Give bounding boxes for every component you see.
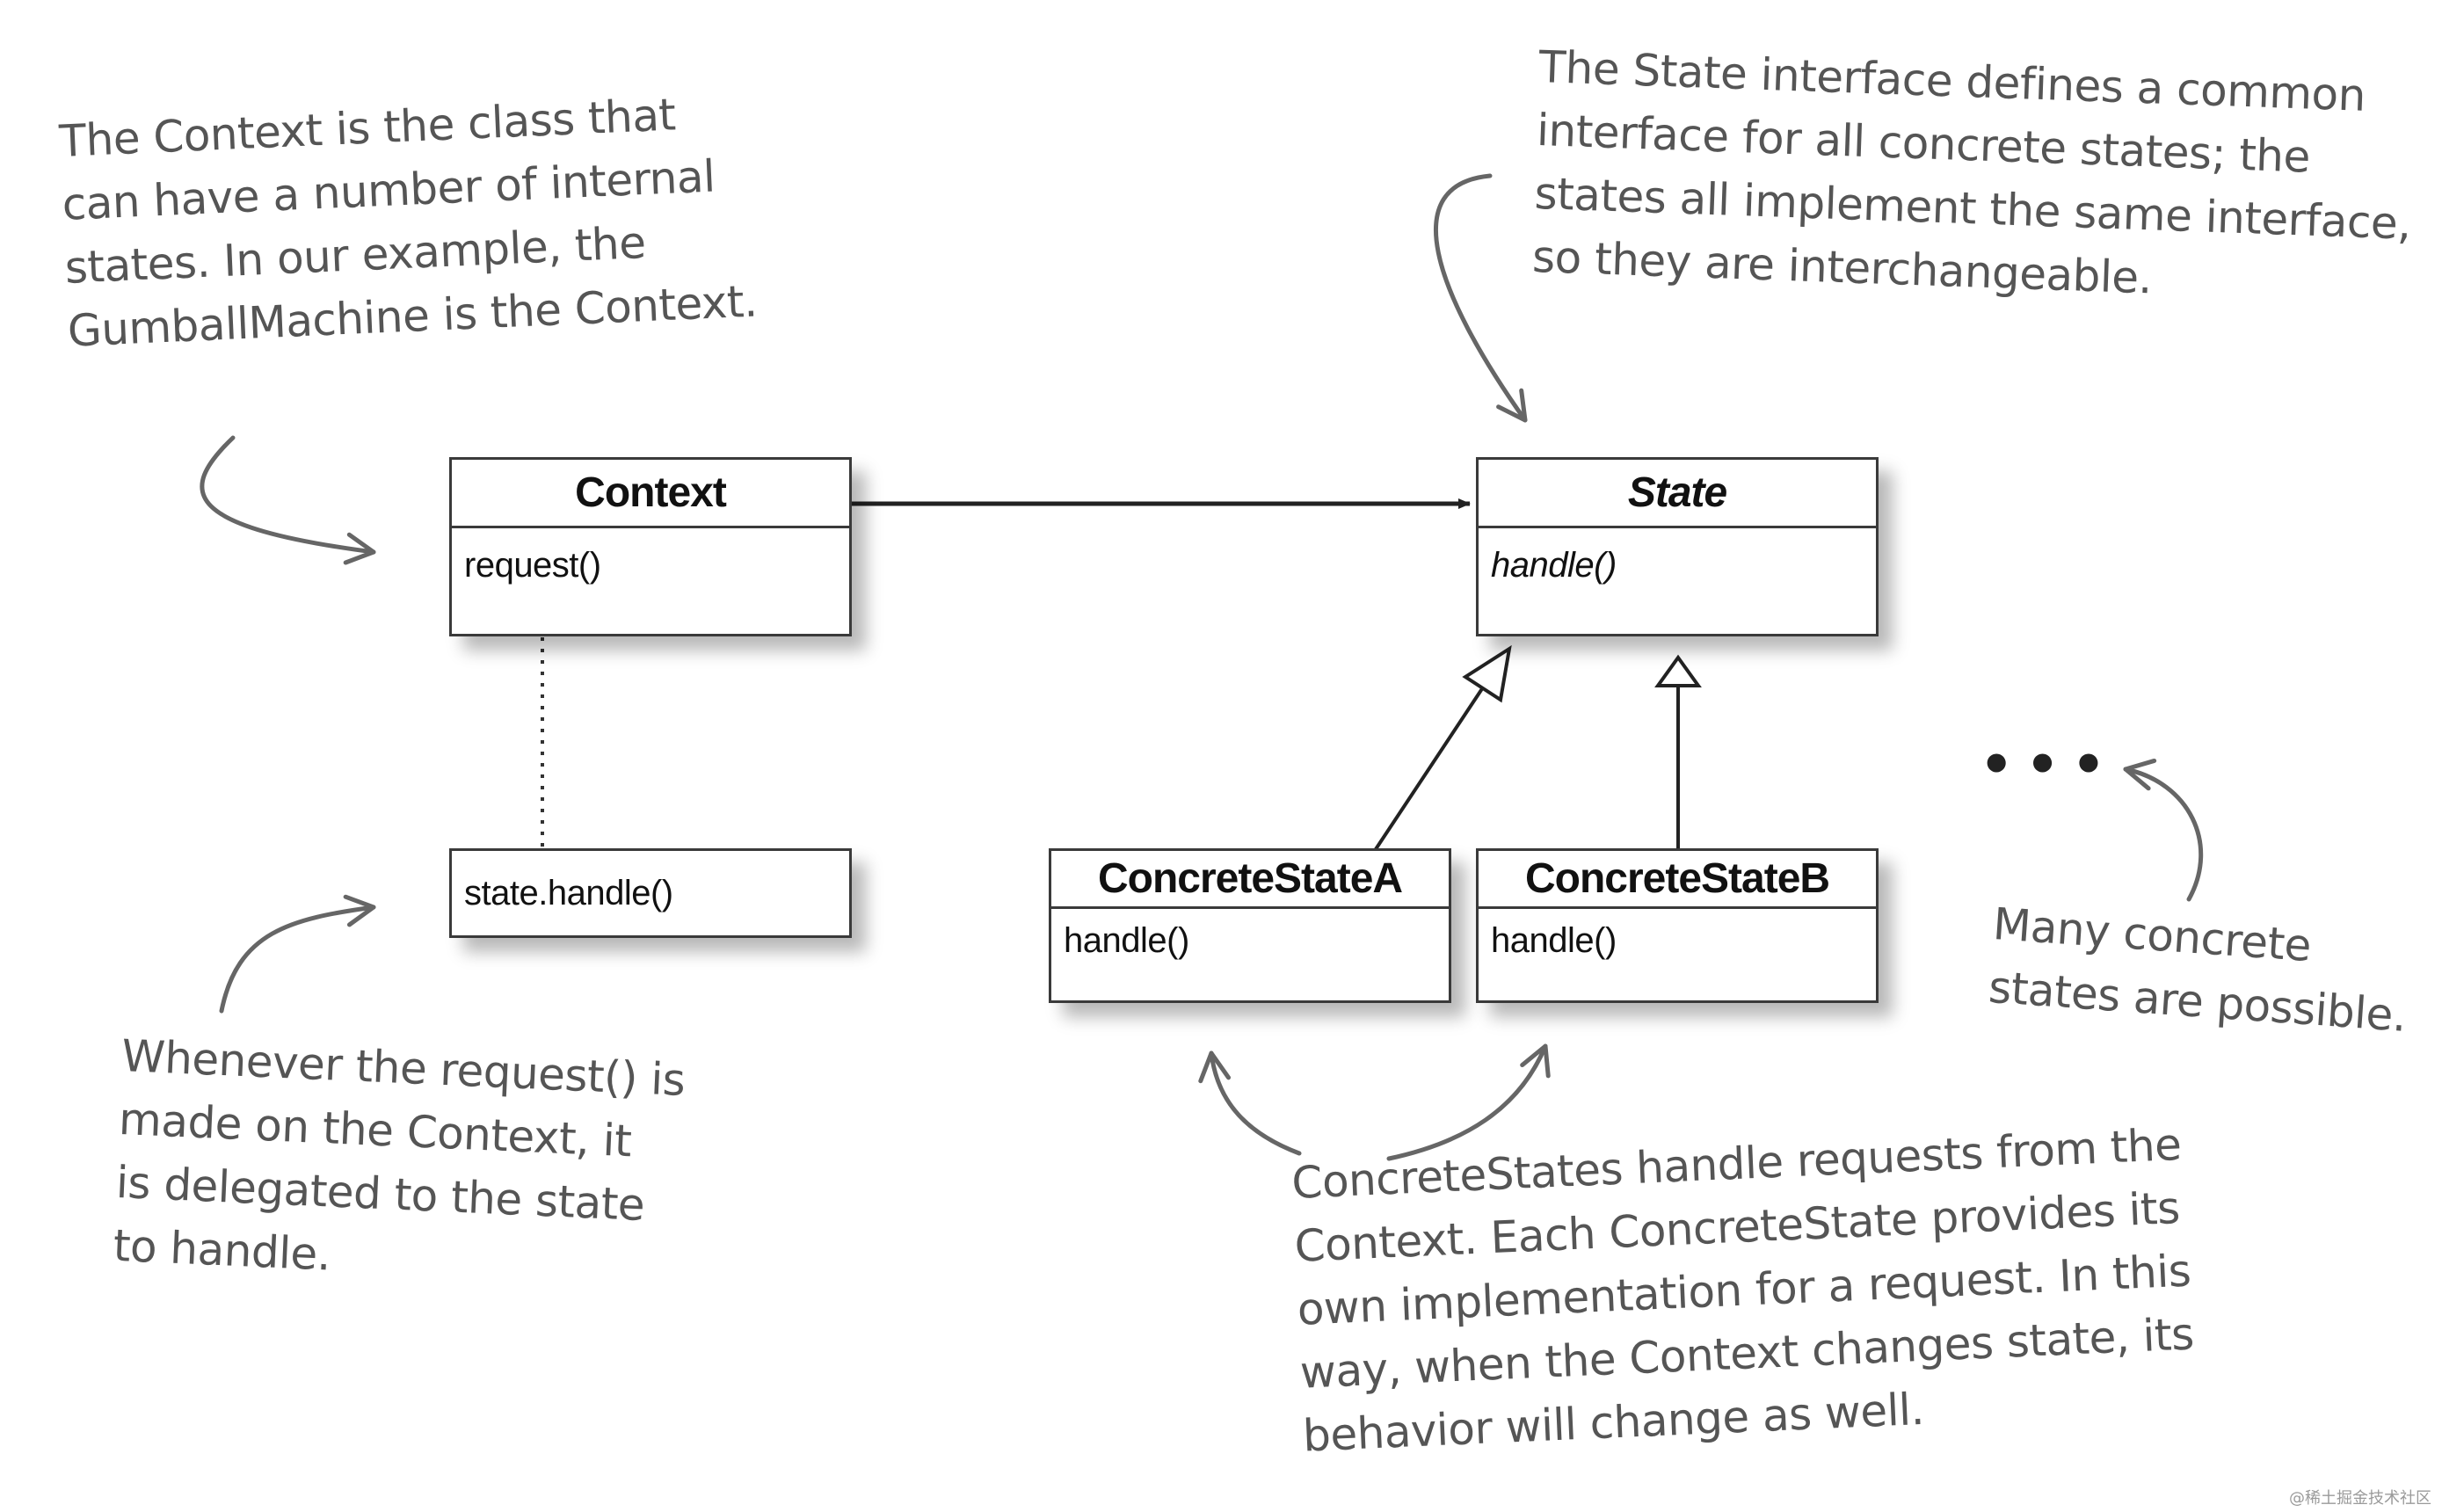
concrete-states-annotation: ConcreteStates handle requests from the … xyxy=(1290,1118,2195,1462)
state-pointer-arrow xyxy=(1434,173,1528,423)
context-class-box: Context request() xyxy=(449,457,852,636)
concrete-state-a-box: ConcreteStateA handle() xyxy=(1049,848,1451,1003)
context-class-name: Context xyxy=(452,460,849,528)
state-annotation: The State interface defines a common int… xyxy=(1531,40,2412,304)
state-interface-box: State handle() xyxy=(1476,457,1879,636)
concrete-state-b-method: handle() xyxy=(1491,921,1617,960)
delegate-pointer-arrow xyxy=(219,894,376,1014)
generalization-head-a xyxy=(1462,644,1512,703)
delegate-annotation: Whenever the request() is made on the Co… xyxy=(112,1029,687,1281)
concrete-state-a-name: ConcreteStateA xyxy=(1051,851,1449,909)
concrete-state-b-box: ConcreteStateB handle() xyxy=(1476,848,1879,1003)
context-pointer-arrow xyxy=(200,435,376,565)
concrete-state-b-name: ConcreteStateB xyxy=(1479,851,1876,909)
state-interface-name: State xyxy=(1479,460,1876,528)
concrete-state-a-method: handle() xyxy=(1064,921,1189,960)
context-request-method: request() xyxy=(464,546,601,585)
generalization-line-a xyxy=(1374,686,1485,851)
concrete-a-pointer-arrow xyxy=(1198,1050,1302,1156)
ellipsis-more-states: ••• xyxy=(1980,734,2119,796)
context-impl-code: state.handle() xyxy=(464,873,673,912)
concrete-b-pointer-arrow xyxy=(1386,1043,1551,1161)
generalization-head-b xyxy=(1654,654,1702,687)
state-handle-method: handle() xyxy=(1491,546,1617,585)
many-pointer-arrow xyxy=(2123,758,2204,902)
context-impl-box: state.handle() xyxy=(449,848,852,938)
context-annotation: The Context is the class that can have a… xyxy=(58,89,759,357)
watermark: @稀土掘金技术社区 xyxy=(2289,1489,2431,1508)
